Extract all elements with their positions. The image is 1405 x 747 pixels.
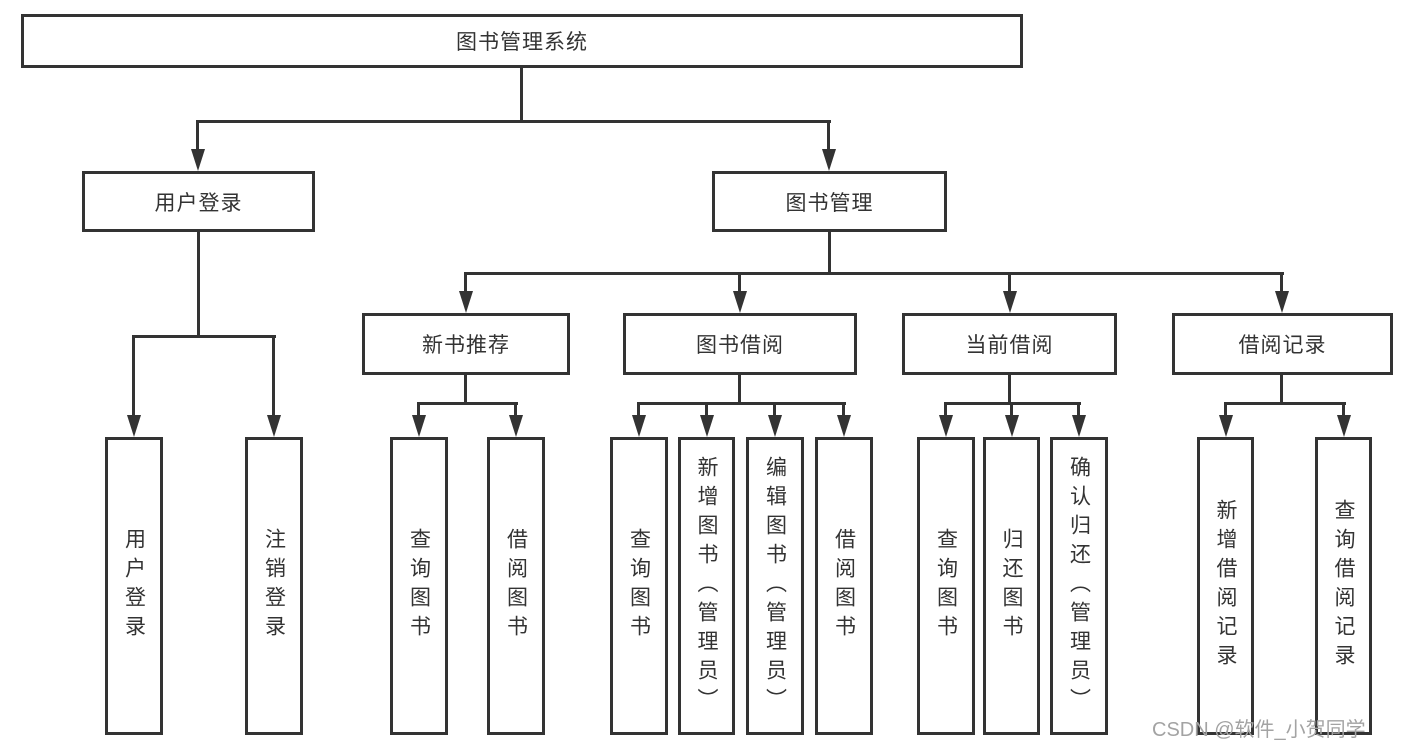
node-label: 查询图书 <box>627 528 651 644</box>
node-label: 图书借阅 <box>696 334 784 357</box>
connector-line <box>417 402 420 418</box>
connector-line <box>828 232 831 273</box>
node-label: 用户登录 <box>154 191 243 215</box>
arrow-down-icon <box>1003 291 1017 313</box>
connector-line <box>1224 402 1227 418</box>
connector-line <box>464 272 467 294</box>
node-label: 图书管理系统 <box>456 31 588 54</box>
arrow-down-icon <box>939 415 953 437</box>
node-borrowing-records: 借阅记录 <box>1172 313 1393 375</box>
connector-line <box>514 402 517 418</box>
node-current-borrowing: 当前借阅 <box>902 313 1117 375</box>
connector-line <box>842 402 845 418</box>
connector-line <box>1077 402 1080 418</box>
arrow-down-icon <box>733 291 747 313</box>
node-label: 查询借阅记录 <box>1332 499 1355 673</box>
node-label: 新增借阅记录 <box>1214 499 1237 673</box>
node-label: 用户登录 <box>122 528 146 644</box>
leaf-query-books-recommend: 查询图书 <box>390 437 448 735</box>
leaf-query-borrow-record: 查询借阅记录 <box>1315 437 1372 735</box>
leaf-borrow-books: 借阅图书 <box>815 437 873 735</box>
csdn-watermark: CSDN @软件_小贺同学 <box>1152 719 1366 741</box>
connector-line <box>464 272 1284 275</box>
node-label: 借阅图书 <box>832 528 856 644</box>
node-user-login: 用户登录 <box>82 171 315 232</box>
connector-line <box>132 335 135 418</box>
connector-line <box>637 402 846 405</box>
arrow-down-icon <box>768 415 782 437</box>
connector-line <box>464 375 467 403</box>
node-book-borrowing: 图书借阅 <box>623 313 857 375</box>
arrow-down-icon <box>1219 415 1233 437</box>
node-label: 当前借阅 <box>965 334 1054 357</box>
connector-line <box>272 335 275 418</box>
connector-line <box>520 68 523 121</box>
connector-line <box>417 402 518 405</box>
arrow-down-icon <box>837 415 851 437</box>
leaf-user-login: 用户登录 <box>105 437 163 735</box>
node-label: 借阅图书 <box>504 528 528 644</box>
leaf-add-borrow-record: 新增借阅记录 <box>1197 437 1254 735</box>
connector-line <box>1342 402 1345 418</box>
arrow-down-icon <box>1005 415 1019 437</box>
node-label: 新增图书（管理员） <box>695 455 718 717</box>
arrow-down-icon <box>632 415 646 437</box>
arrow-down-icon <box>700 415 714 437</box>
connector-line <box>1280 375 1283 403</box>
connector-line <box>1008 272 1011 294</box>
connector-line <box>738 375 741 403</box>
leaf-return-books: 归还图书 <box>983 437 1040 735</box>
leaf-query-books-borrowing: 查询图书 <box>610 437 668 735</box>
arrow-down-icon <box>1337 415 1351 437</box>
connector-line <box>132 335 276 338</box>
node-new-book-recommend: 新书推荐 <box>362 313 570 375</box>
arrow-down-icon <box>191 149 205 171</box>
connector-line <box>197 120 831 123</box>
connector-line <box>827 120 830 152</box>
connector-line <box>637 402 640 418</box>
node-label: 注销登录 <box>262 528 286 644</box>
node-label: 查询图书 <box>407 528 431 644</box>
connector-line <box>1224 402 1346 405</box>
connector-line <box>196 120 199 152</box>
connector-line <box>944 402 947 418</box>
connector-line <box>1008 375 1011 403</box>
connector-line <box>705 402 708 418</box>
arrow-down-icon <box>127 415 141 437</box>
arrow-down-icon <box>509 415 523 437</box>
arrow-down-icon <box>822 149 836 171</box>
arrow-down-icon <box>459 291 473 313</box>
connector-line <box>1280 272 1283 294</box>
node-label: 编辑图书（管理员） <box>763 455 787 717</box>
node-label: 查询图书 <box>934 528 958 644</box>
arrow-down-icon <box>1072 415 1086 437</box>
node-label: 确认归还（管理员） <box>1067 455 1091 717</box>
leaf-add-books-admin: 新增图书（管理员） <box>678 437 735 735</box>
leaf-query-books-current: 查询图书 <box>917 437 975 735</box>
arrow-down-icon <box>412 415 426 437</box>
connector-line <box>197 232 200 336</box>
node-label: 新书推荐 <box>422 334 510 357</box>
leaf-logout: 注销登录 <box>245 437 303 735</box>
node-book-management: 图书管理 <box>712 171 947 232</box>
arrow-down-icon <box>1275 291 1289 313</box>
leaf-borrow-books-recommend: 借阅图书 <box>487 437 545 735</box>
arrow-down-icon <box>267 415 281 437</box>
connector-line <box>1010 402 1013 418</box>
node-label: 图书管理 <box>785 191 874 215</box>
node-label: 归还图书 <box>1000 528 1023 644</box>
leaf-confirm-return-admin: 确认归还（管理员） <box>1050 437 1108 735</box>
connector-line <box>773 402 776 418</box>
node-library-system: 图书管理系统 <box>21 14 1023 68</box>
connector-line <box>738 272 741 294</box>
node-label: 借阅记录 <box>1238 334 1327 357</box>
leaf-edit-books-admin: 编辑图书（管理员） <box>746 437 804 735</box>
